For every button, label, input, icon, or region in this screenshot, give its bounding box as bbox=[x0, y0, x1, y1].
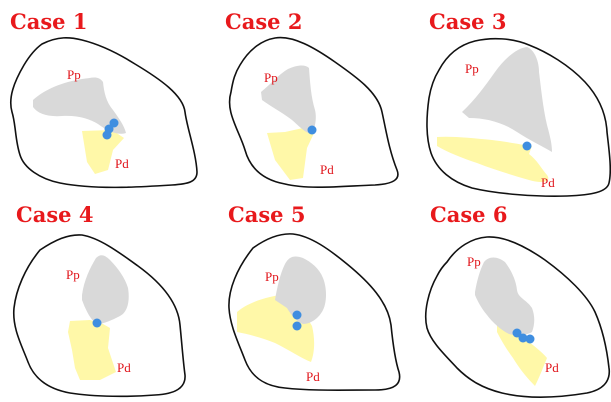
pp-region bbox=[82, 255, 129, 324]
panel-case-4: Case 4 Pp Pd bbox=[0, 200, 200, 400]
pd-label: Pd bbox=[545, 360, 559, 375]
contact-point bbox=[526, 335, 535, 344]
pp-region bbox=[475, 258, 534, 336]
pd-label: Pd bbox=[541, 175, 555, 190]
pd-label: Pd bbox=[320, 162, 334, 177]
pp-label: Pp bbox=[465, 61, 479, 76]
contact-point bbox=[93, 319, 102, 328]
pd-label: Pd bbox=[115, 156, 129, 171]
panel-case-6: Case 6 Pp Pd bbox=[417, 200, 611, 400]
panel-case-2: Case 2 Pp Pd bbox=[215, 0, 415, 200]
case-diagram: Pp Pd bbox=[0, 0, 200, 200]
case-diagram: Pp Pd bbox=[417, 200, 611, 400]
case-diagram: Pp Pd bbox=[417, 0, 611, 200]
pd-label: Pd bbox=[117, 360, 131, 375]
pd-label: Pd bbox=[306, 369, 320, 384]
pd-region bbox=[437, 137, 548, 182]
contact-point bbox=[293, 311, 302, 320]
contact-point bbox=[103, 131, 112, 140]
pp-label: Pp bbox=[67, 67, 81, 82]
panel-case-1: Case 1 Pp Pd bbox=[0, 0, 200, 200]
pd-region bbox=[68, 320, 116, 380]
pp-label: Pp bbox=[265, 269, 279, 284]
case-diagram: Pp Pd bbox=[215, 0, 415, 200]
pp-label: Pp bbox=[467, 254, 481, 269]
case-diagram: Pp Pd bbox=[0, 200, 200, 400]
panel-case-5: Case 5 Pp Pd bbox=[215, 200, 415, 400]
contact-point bbox=[523, 142, 532, 151]
pp-label: Pp bbox=[66, 267, 80, 282]
contact-point bbox=[308, 126, 317, 135]
case-diagram: Pp Pd bbox=[215, 200, 415, 400]
pd-region bbox=[267, 128, 315, 180]
panel-case-3: Case 3 Pp Pd bbox=[417, 0, 611, 200]
pp-label: Pp bbox=[264, 70, 278, 85]
contact-point bbox=[293, 322, 302, 331]
